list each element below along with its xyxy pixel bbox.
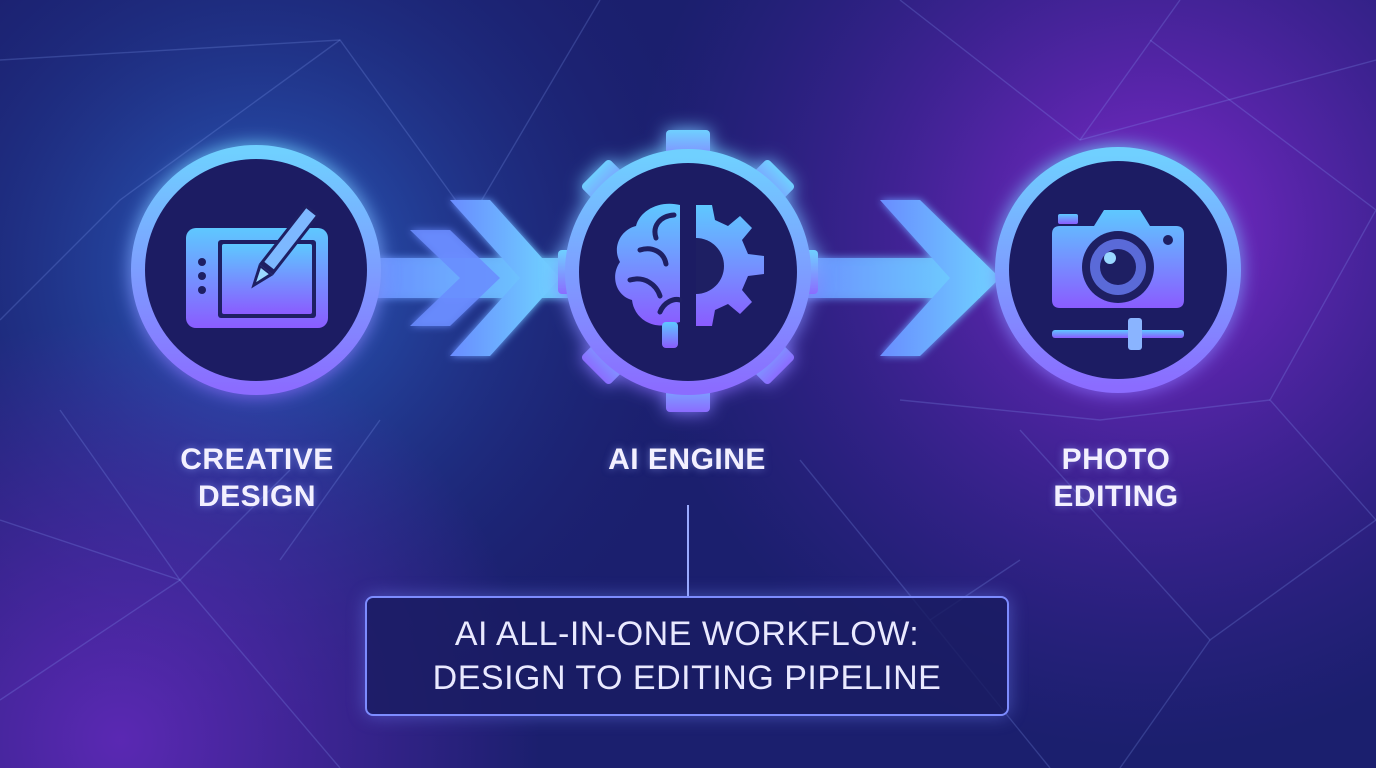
arrow-ai-to-photo: [790, 200, 1000, 356]
ai-engine-label: AI ENGINE: [567, 441, 807, 478]
arrow-design-to-ai: [365, 200, 575, 356]
drawing-tablet-pen-icon: [186, 204, 328, 328]
gear-ring: [558, 130, 818, 412]
creative-design-label: CREATIVE DESIGN: [137, 441, 377, 515]
photo-editing-label: PHOTO EDITING: [996, 441, 1236, 515]
label-line: PHOTO: [1061, 443, 1171, 476]
photo-editing-node: [995, 147, 1241, 393]
label-line: DESIGN: [197, 480, 317, 513]
ai-engine-node: [558, 130, 818, 412]
creative-design-node: [131, 145, 381, 395]
label-line: CREATIVE: [180, 443, 334, 476]
caption-line-1: AI ALL-IN-ONE WORKFLOW:: [454, 615, 920, 653]
brain-gear-icon: [615, 203, 764, 348]
label-line: AI ENGINE: [608, 443, 766, 476]
caption-line-2: DESIGN TO EDITING PIPELINE: [432, 659, 942, 697]
workflow-caption-box: AI ALL-IN-ONE WORKFLOW: DESIGN TO EDITIN…: [365, 596, 1009, 716]
label-line: EDITING: [1053, 480, 1179, 513]
camera-slider-icon: [1052, 210, 1184, 350]
